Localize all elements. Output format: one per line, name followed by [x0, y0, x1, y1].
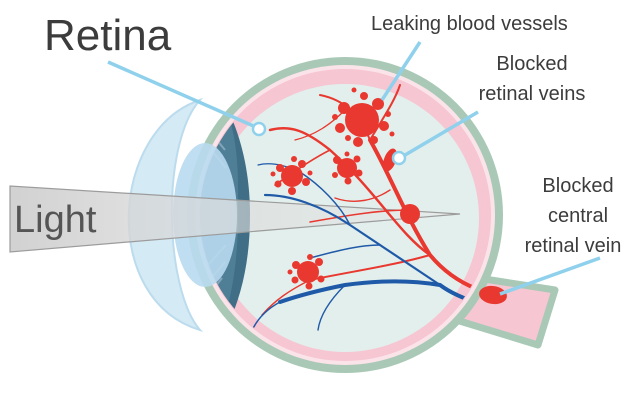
central-vein-label-line2: central	[548, 205, 608, 227]
blockage-middle	[400, 204, 420, 224]
callout-retina-dot	[253, 123, 265, 135]
leaking-vessels-label: Leaking blood vessels	[371, 13, 568, 35]
light-label: Light	[14, 199, 97, 241]
retina-label: Retina	[44, 11, 172, 60]
callout-veins-dot	[393, 152, 405, 164]
blocked-veins-label-line2: retinal veins	[479, 83, 586, 105]
central-vein-label-line1: Blocked	[542, 175, 613, 197]
central-vein-label-line3: retinal vein	[525, 235, 622, 257]
blocked-veins-label-line1: Blocked	[496, 53, 567, 75]
